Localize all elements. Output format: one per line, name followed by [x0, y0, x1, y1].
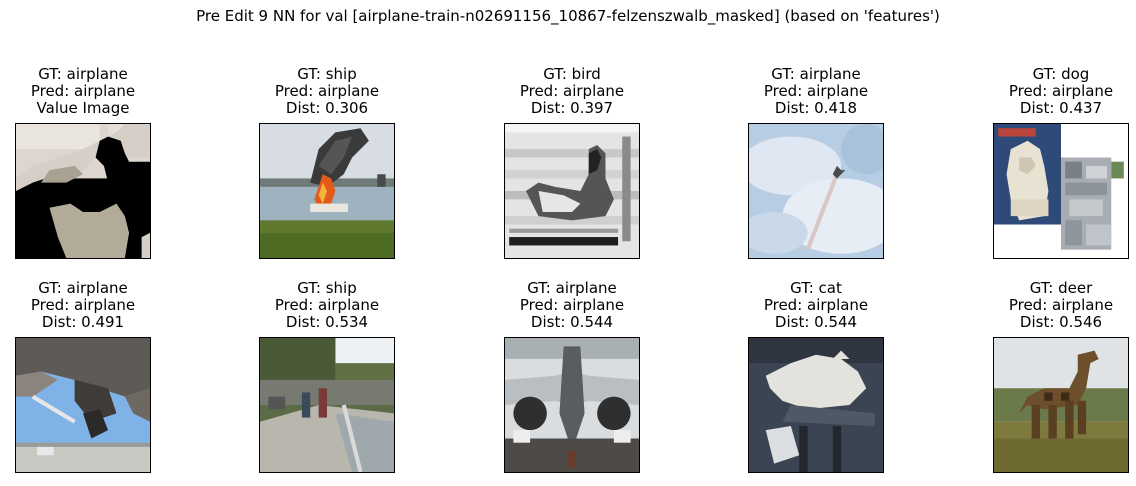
panel-caption: GT: ship Pred: airplane Dist: 0.534: [199, 280, 455, 331]
pred-label: Pred: airplane: [763, 82, 869, 100]
panel-image: [504, 337, 640, 473]
panel-image: [993, 337, 1129, 473]
value-label: Value Image: [36, 99, 130, 117]
dist-label: Dist: 0.544: [774, 313, 858, 331]
pred-label: Pred: airplane: [30, 296, 136, 314]
dist-label: Dist: 0.437: [1019, 99, 1103, 117]
gt-label: GT: cat: [790, 279, 842, 297]
giraffe-image: [994, 338, 1128, 472]
dog-magazine-image: [994, 124, 1128, 258]
gt-label: GT: ship: [297, 65, 357, 83]
panel-caption: GT: airplane Pred: airplane Dist: 0.418: [688, 66, 944, 117]
gt-label: GT: airplane: [527, 279, 617, 297]
gt-label: GT: ship: [297, 279, 357, 297]
dist-label: Dist: 0.418: [774, 99, 858, 117]
gt-label: GT: airplane: [38, 65, 128, 83]
panel-image: [504, 123, 640, 259]
harbor-image: [260, 338, 394, 472]
plane-front-image: [505, 338, 639, 472]
dist-label: Dist: 0.546: [1019, 313, 1103, 331]
panel-caption: GT: airplane Pred: airplane Dist: 0.544: [444, 280, 700, 331]
dist-label: Dist: 0.397: [530, 99, 614, 117]
panel-image: [259, 123, 395, 259]
panel-image: [748, 123, 884, 259]
pred-label: Pred: airplane: [30, 82, 136, 100]
pred-label: Pred: airplane: [1008, 82, 1114, 100]
pred-label: Pred: airplane: [519, 82, 625, 100]
panel-image: [259, 337, 395, 473]
gt-label: GT: bird: [543, 65, 601, 83]
panel-caption: GT: cat Pred: airplane Dist: 0.544: [688, 280, 944, 331]
panel-caption: GT: bird Pred: airplane Dist: 0.397: [444, 66, 700, 117]
panel-image: [993, 123, 1129, 259]
figure-title: Pre Edit 9 NN for val [airplane-train-n0…: [196, 7, 940, 25]
pred-label: Pred: airplane: [274, 296, 380, 314]
masked-airplane-image: [16, 124, 150, 258]
panel-caption: GT: deer Pred: airplane Dist: 0.546: [933, 280, 1136, 331]
panel-image: [15, 123, 151, 259]
gt-label: GT: airplane: [38, 279, 128, 297]
gt-label: GT: deer: [1029, 279, 1093, 297]
panel-caption: GT: airplane Pred: airplane Value Image: [0, 66, 211, 117]
pred-label: Pred: airplane: [1008, 296, 1114, 314]
plane-underside-image: [16, 338, 150, 472]
panel-caption: GT: airplane Pred: airplane Dist: 0.491: [0, 280, 211, 331]
gt-label: GT: airplane: [771, 65, 861, 83]
panel-image: [15, 337, 151, 473]
panel-caption: GT: ship Pred: airplane Dist: 0.306: [199, 66, 455, 117]
panel-caption: GT: dog Pred: airplane Dist: 0.437: [933, 66, 1136, 117]
gt-label: GT: dog: [1032, 65, 1090, 83]
pred-label: Pred: airplane: [274, 82, 380, 100]
pred-label: Pred: airplane: [763, 296, 869, 314]
dist-label: Dist: 0.491: [41, 313, 125, 331]
panel-image: [748, 337, 884, 473]
dist-label: Dist: 0.534: [285, 313, 369, 331]
duck-image: [505, 124, 639, 258]
dist-label: Dist: 0.544: [530, 313, 614, 331]
burning-ship-image: [260, 124, 394, 258]
white-cat-image: [749, 338, 883, 472]
dist-label: Dist: 0.306: [285, 99, 369, 117]
plane-in-sky-image: [749, 124, 883, 258]
pred-label: Pred: airplane: [519, 296, 625, 314]
